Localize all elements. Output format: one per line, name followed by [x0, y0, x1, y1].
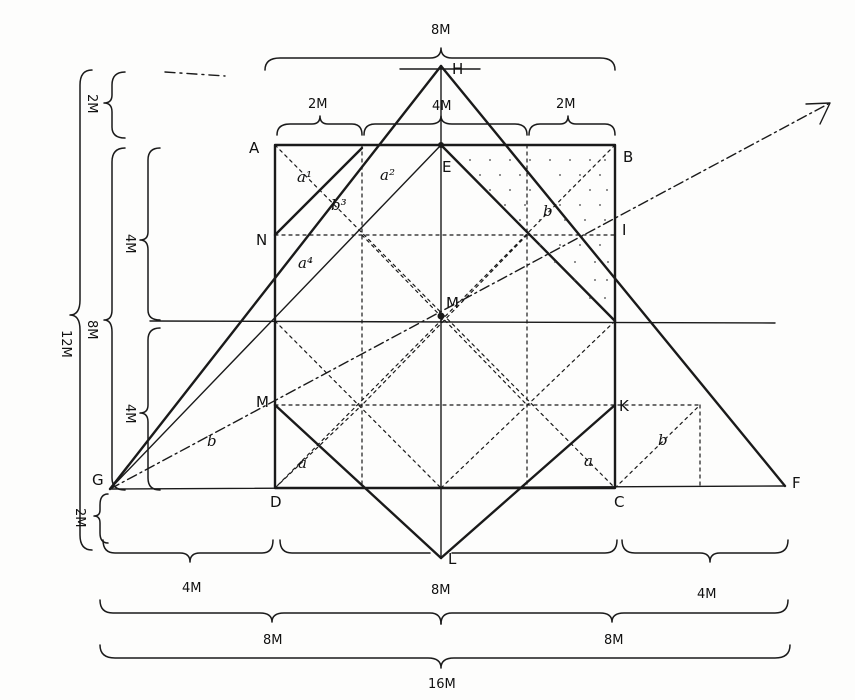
region-label-a-left: a [298, 454, 307, 472]
dim-bottom-center: 8M [431, 583, 451, 598]
point-label-h: H [452, 60, 463, 78]
point-label-k: K [619, 397, 630, 415]
dim-left-mid: 8M [84, 320, 99, 340]
point-e-marker [438, 142, 444, 148]
brace-left-lower-4m [139, 327, 161, 491]
point-label-c: C [614, 493, 624, 511]
brace-left-12m [69, 69, 93, 551]
ray-g-m-arrow [109, 103, 829, 490]
dim-bottom-left: 4M [182, 581, 202, 596]
point-label-l: L [448, 550, 457, 568]
region-label-a4: a⁴ [298, 254, 313, 272]
arrow-head [805, 102, 831, 125]
point-label-n: N [256, 231, 267, 249]
point-label-b: B [623, 148, 633, 166]
brace-left-top-2m [103, 71, 126, 139]
point-label-center-m: M [446, 294, 459, 312]
dim-left-mid-lower: 4M [122, 404, 137, 424]
region-label-b3: b³ [331, 196, 347, 214]
line-hf [439, 64, 787, 488]
dim-top-total: 8M [431, 23, 451, 38]
region-label-b-right: b [658, 431, 668, 449]
line-l-k [439, 403, 617, 560]
dim-bottom-half-right: 8M [604, 633, 624, 648]
region-label-b-upper: b [543, 202, 553, 220]
center-point-marker [437, 312, 445, 320]
dim-bottom-half-left: 8M [263, 633, 283, 648]
region-label-a-right: a [584, 452, 593, 470]
point-label-e: E [442, 158, 451, 176]
brace-top-right-2m [528, 115, 616, 136]
brace-left-8m [103, 147, 126, 491]
brace-bottom-16m [99, 644, 791, 669]
brace-bottom-half-right-8m [440, 599, 789, 625]
grid-diagonal [614, 404, 701, 489]
dim-left-top: 2M [84, 94, 99, 114]
line-e-i [439, 143, 617, 323]
region-label-b-left: b [207, 432, 217, 450]
region-label-a1: a¹ [297, 168, 312, 186]
brace-bottom-center [279, 539, 618, 554]
point-label-left-m: M [256, 393, 269, 411]
brace-bottom-left-4m [102, 539, 274, 563]
shaded-region [469, 159, 609, 299]
dim-left-bottom: 2M [72, 508, 87, 528]
point-label-d: D [270, 493, 282, 511]
point-label-g: G [92, 471, 104, 489]
grid-diagonal [274, 404, 363, 489]
line-hg [108, 64, 443, 491]
brace-left-bottom-2m [93, 493, 109, 544]
brace-bottom-right-4m [621, 539, 789, 563]
region-label-a2: a² [380, 166, 395, 184]
brace-top-mid-4m [363, 115, 528, 136]
point-label-i: I [622, 221, 626, 239]
grid-diagonal [361, 234, 528, 406]
dim-top-left: 2M [308, 97, 328, 112]
point-label-a: A [249, 139, 260, 157]
dim-left-total: 12M [58, 330, 73, 358]
point-label-f: F [792, 474, 801, 492]
brace-top-left-2m [276, 115, 363, 136]
brace-left-upper-4m [139, 147, 161, 321]
line-g-e [109, 144, 442, 490]
top-dash-mark [164, 71, 226, 77]
dim-left-mid-upper: 4M [122, 234, 137, 254]
brace-bottom-half-left-8m [99, 599, 442, 625]
baseline-gf [109, 485, 786, 490]
line-n-e [273, 146, 364, 237]
dim-top-right: 2M [556, 97, 576, 112]
grid-diagonal [274, 320, 442, 489]
dim-top-mid: 4M [432, 99, 452, 114]
grid-diagonal [440, 320, 616, 489]
dim-bottom-right: 4M [697, 587, 717, 602]
horizontal-midline [149, 320, 776, 324]
line-m-l [273, 403, 443, 560]
grid-diagonal [274, 144, 616, 489]
brace-top-8m [264, 47, 616, 71]
dim-bottom-total: 16M [428, 677, 456, 692]
